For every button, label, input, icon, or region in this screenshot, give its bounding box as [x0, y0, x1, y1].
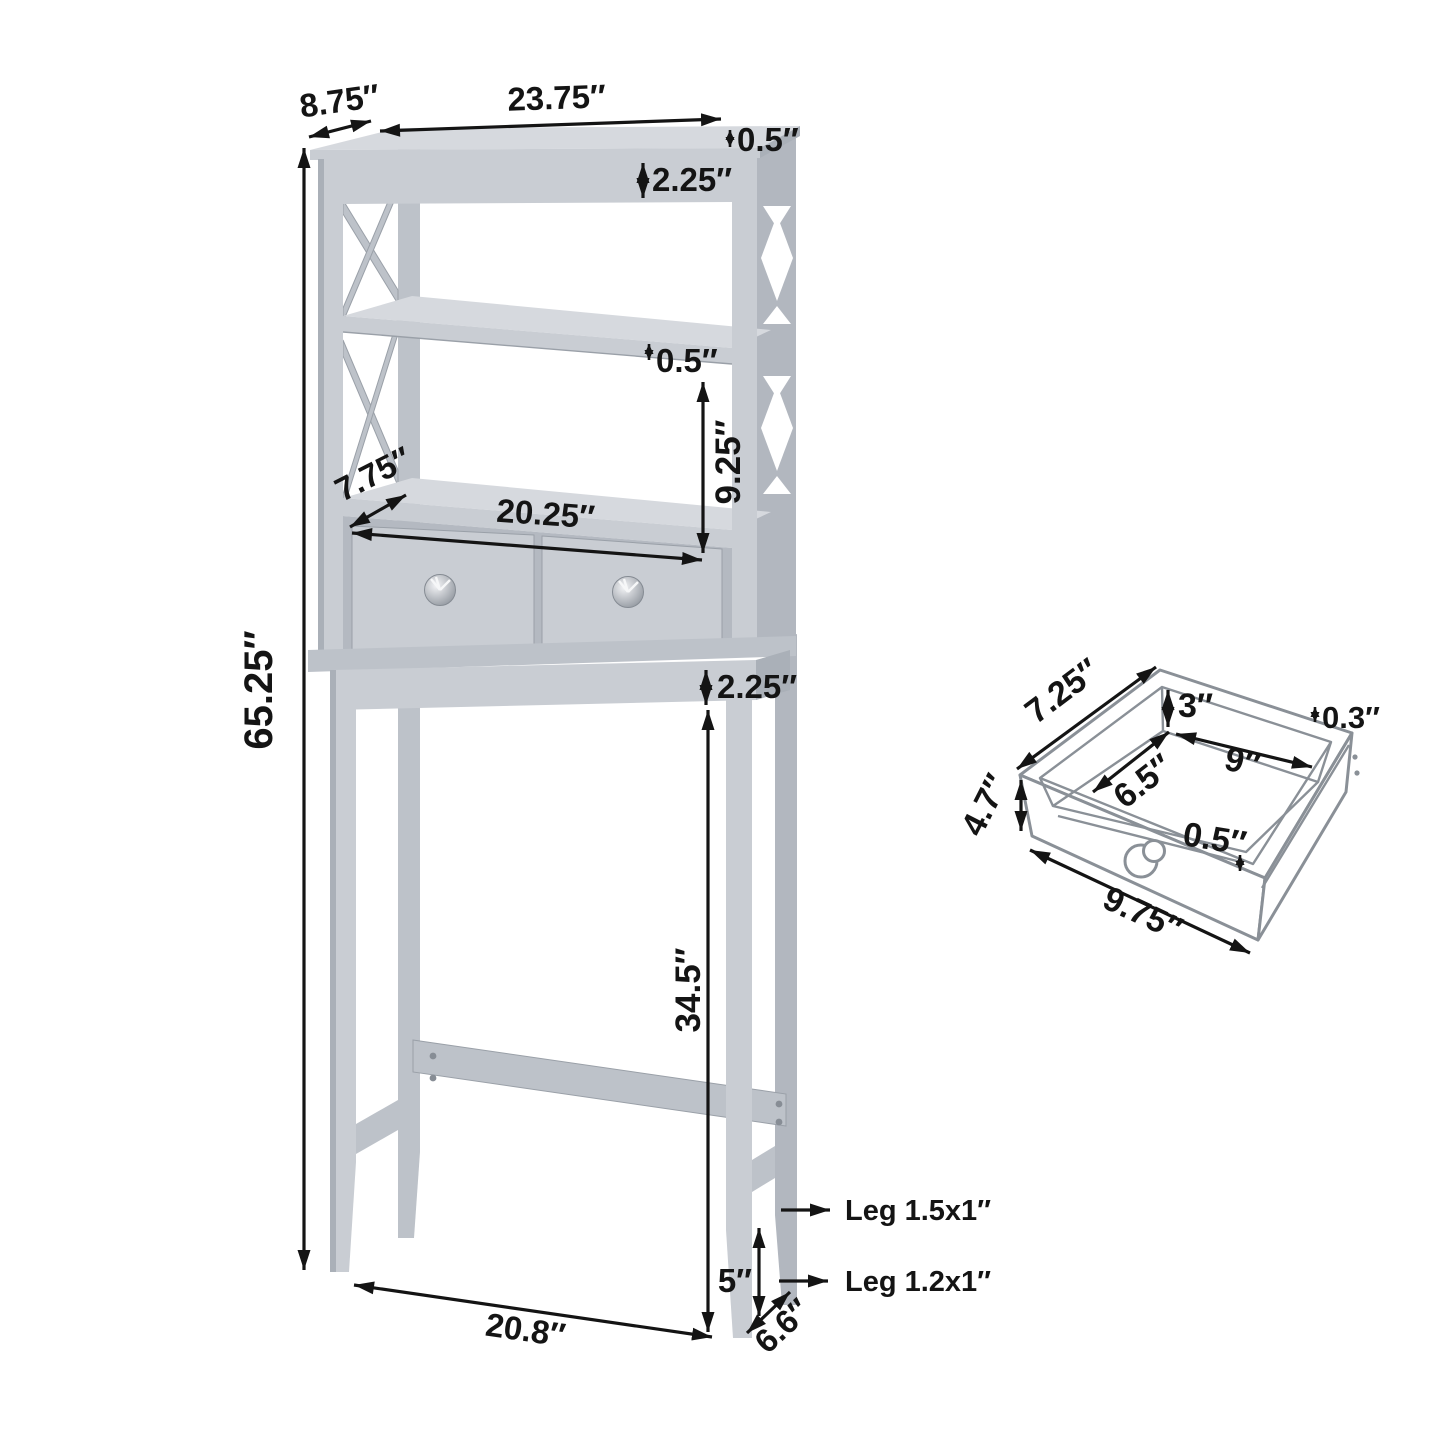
- dim-label: 4.7″: [954, 768, 1017, 842]
- stretcher-screw: [775, 1100, 783, 1108]
- dim-arrow: [351, 528, 703, 565]
- dim-top-depth: 8.75″: [297, 77, 382, 139]
- front-right-post: [732, 157, 757, 655]
- front-left-post: [318, 159, 343, 660]
- dim-open-compartment-height: 9.25″: [696, 382, 748, 553]
- drawer-right-face-line: [1260, 744, 1351, 889]
- rear-stretcher: [412, 1039, 787, 1127]
- dim-label: 20.25″: [495, 492, 596, 536]
- dim-label: 3″: [1178, 687, 1213, 725]
- dim-arrow: [308, 119, 372, 139]
- base-board: [308, 636, 796, 672]
- left-drawer-knob[interactable]: [424, 574, 456, 606]
- dim-drawer-inner-width: 9″: [1175, 732, 1313, 785]
- dim-overall-height: 65.25″: [237, 148, 311, 1270]
- dim-label: 2.25″: [717, 668, 797, 705]
- drawer-rivet: [1352, 754, 1358, 760]
- leg-apron: [332, 660, 756, 710]
- dim-label: 0.5″: [656, 342, 718, 379]
- right-panel-triangle-cutout: [763, 306, 791, 324]
- drawer-knob-inner: [1142, 839, 1166, 863]
- right-panel-diamond-cutout: [761, 385, 793, 471]
- top-board-side-face: [760, 126, 800, 158]
- right-panel-triangle-cutout: [763, 476, 791, 494]
- middle-shelf-top-face: [343, 296, 771, 348]
- stretcher-screw: [429, 1052, 437, 1060]
- dim-arrow: [745, 1290, 792, 1335]
- callout-leg-lower: Leg 1.2x1″: [779, 1266, 991, 1298]
- front-left-post-edge: [318, 159, 324, 660]
- top-board-front-face: [310, 148, 760, 160]
- dim-label: 5″: [718, 1262, 752, 1299]
- drawer-right-face: [1256, 731, 1354, 942]
- dim-arrow: [379, 113, 722, 137]
- drawer-inner-corner: [1316, 741, 1333, 783]
- dim-arrow: [1029, 848, 1251, 955]
- callout-leg-upper: Leg 1.5x1″: [781, 1195, 991, 1227]
- middle-shelf-shadow: [342, 331, 733, 365]
- right-panel-triangle-cutout: [763, 376, 791, 398]
- dim-shelf-width: 20.25″: [351, 492, 703, 565]
- dim-shelf-thickness: 0.5″: [644, 342, 718, 379]
- dim-arrow: [1016, 665, 1157, 771]
- right-x-panel: [757, 132, 796, 650]
- dim-top-thickness: 0.5″: [725, 121, 799, 158]
- stretcher-screw: [429, 1074, 437, 1082]
- drawer-inner-corner: [1038, 777, 1055, 807]
- drawer-inner-corner: [1160, 686, 1165, 732]
- middle-shelf-front-face: [343, 316, 732, 364]
- dim-top-section-height: 2.25″: [636, 161, 732, 198]
- callout-label: Leg 1.2x1″: [845, 1266, 991, 1298]
- dim-drawer-side-thickness: 0.3″: [1310, 700, 1380, 735]
- dim-base-width: 20.8″: [353, 1281, 713, 1354]
- dim-arrow: [1175, 732, 1313, 769]
- storage-rack: [308, 126, 800, 1338]
- leg-apron-side: [756, 650, 790, 700]
- front-left-leg-edge: [330, 670, 336, 1272]
- front-right-leg: [726, 662, 752, 1338]
- right-foot-bar: [752, 1146, 775, 1192]
- right-panel-diamond-cutout: [761, 215, 793, 301]
- dim-label: 9.25″: [709, 419, 748, 504]
- callout-label: Leg 1.5x1″: [845, 1195, 991, 1227]
- dim-apron-height: 2.25″: [699, 668, 797, 705]
- rear-right-leg: [775, 634, 797, 1305]
- dim-top-width: 23.75″: [379, 77, 722, 137]
- dim-label: 8.75″: [297, 77, 382, 125]
- left-foot-bar: [356, 1100, 398, 1154]
- dim-arrow: [1092, 730, 1170, 794]
- dim-leg-clearance: 34.5″: [669, 710, 715, 1332]
- dim-label: 9″: [1221, 740, 1264, 785]
- dim-arrow: [353, 1281, 713, 1341]
- stretcher-screw: [775, 1118, 783, 1126]
- right-panel-triangle-cutout: [763, 206, 791, 228]
- right-drawer-knob[interactable]: [612, 576, 644, 608]
- dim-drawer-inner-height: 3″: [1161, 687, 1213, 727]
- drawer-rivet: [1354, 770, 1360, 776]
- dim-label: 0.5″: [737, 121, 799, 158]
- top-apron: [343, 157, 732, 204]
- dim-label: 2.25″: [652, 161, 732, 198]
- dim-label: 0.3″: [1322, 700, 1380, 735]
- lower-shelf-top-face: [343, 478, 771, 530]
- dim-arrow: [349, 493, 407, 529]
- dim-label: 23.75″: [507, 77, 607, 117]
- dim-drawer-front-height: 4.7″: [954, 768, 1028, 842]
- front-left-leg: [330, 670, 356, 1272]
- dim-label: 65.25″: [237, 630, 281, 749]
- dim-label: 34.5″: [669, 947, 708, 1032]
